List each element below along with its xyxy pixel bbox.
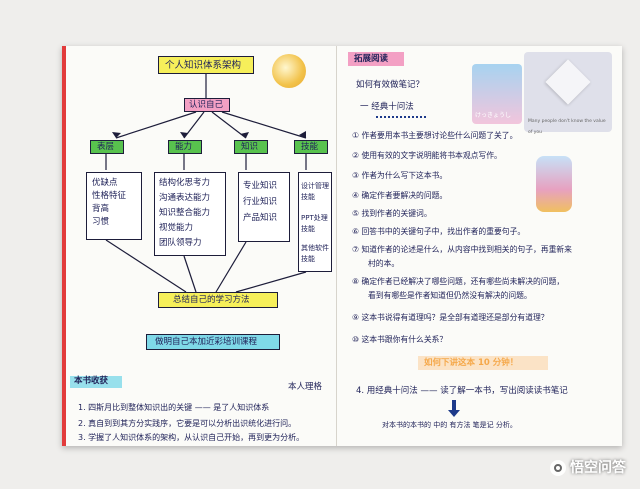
question-item: ⑥ 回答书中的关键句子中，找出作者的重要句子。 [352, 227, 526, 236]
method: 一 经典十问法 [360, 102, 414, 112]
item-text: 其他软件技能 [301, 244, 329, 263]
sun-sticker-icon [272, 54, 306, 88]
question-item: ② 使用有效的文字说明能将书本观点写作。 [352, 151, 502, 160]
item-text: 习惯 [92, 217, 110, 227]
item-text: 知识整合能力 [159, 208, 211, 218]
sky-sticker-icon: けっきょうし [472, 64, 522, 124]
note-line: 2. 真自到到其方分实践序，它要是可以分析出识统化进行问。 [78, 419, 297, 428]
item-text: 沟通表达能力 [159, 193, 211, 203]
category-surface: 表层 [90, 140, 124, 154]
item-text: 专业知识 [243, 181, 278, 191]
point-four: 4. 用经典十问法 —— 读了解一本书，写出阅读读书笔记 [356, 386, 568, 396]
category-label: 能力 [175, 142, 193, 152]
item-text: 设计管理技能 [301, 182, 329, 201]
watermark-text: 悟空问答 [570, 460, 626, 476]
title-text: 个人知识体系架构 [165, 60, 242, 71]
item-text: 视觉能力 [159, 223, 194, 233]
category-knowledge: 知识 [234, 140, 268, 154]
item-text: 背高 [92, 204, 110, 214]
item-text: 性格特征 [92, 191, 127, 201]
watermark: 悟空问答 [550, 457, 626, 477]
item-text: 产品知识 [243, 213, 278, 223]
question-item: ⑨ 这本书说得有道理吗？是全部有道理还是部分有道理？ [352, 313, 549, 322]
question-item: ⑦ 知道作者的论述是什么，从内容中找到相关的句子，再重新来 [352, 245, 572, 254]
wukong-logo-icon [550, 460, 566, 476]
photo-sticker-icon: Many people don't know the value of you [524, 52, 612, 135]
highlight-band [418, 356, 548, 370]
question-item: 看到有哪些是作者知道但仍然没有解决的问题。 [368, 291, 532, 300]
items-knowledge: 专业知识 行业知识 产品知识 [238, 172, 290, 242]
item-text: 团队领导力 [159, 238, 202, 248]
category-label: 表层 [97, 142, 115, 152]
summary-box: 总结自己的学习方法 [158, 292, 278, 308]
question-item: ⑩ 这本书跟你有什么关系？ [352, 335, 448, 344]
item-text: 优缺点 [92, 178, 118, 188]
category-skill: 技能 [294, 140, 328, 154]
notes-header-highlight [70, 376, 122, 388]
category-label: 技能 [301, 142, 319, 152]
left-page: 个人知识体系架构 认识自己 [66, 46, 337, 446]
question-item: ⑤ 找到作者的关键词。 [352, 209, 432, 218]
question-item: ③ 作者为什么写下这本书。 [352, 171, 448, 180]
diamond-shape-icon [545, 59, 591, 105]
bottom-box-text: 做明自己本加近彩培训课程 [155, 337, 258, 347]
question-item: ④ 确定作者要解决的问题。 [352, 191, 448, 200]
arrow-note: 对本书的本书的 中的 有方法 笔是记 分析。 [382, 421, 517, 429]
notes-header: 本书收获 [74, 376, 109, 386]
items-ability: 结构化思考力 沟通表达能力 知识整合能力 视觉能力 团队领导力 [154, 172, 226, 256]
root-text: 认识自己 [189, 100, 224, 110]
bottom-box: 做明自己本加近彩培训课程 [146, 334, 280, 350]
question-item: ① 作者要用本书主要想讨论些什么问题了关了。 [352, 131, 518, 140]
summary-text: 总结自己的学习方法 [173, 295, 250, 305]
question: 如何有效做笔记？ [356, 80, 425, 90]
category-label: 知识 [241, 142, 259, 152]
method-underline-marks [376, 116, 426, 122]
highlight-text: 如何下讲这本 10 分钟！ [424, 358, 519, 368]
root-box: 认识自己 [184, 98, 230, 112]
items-skill: 设计管理技能 PPT处理技能 其他软件技能 [298, 172, 332, 272]
sticker-caption: Many people don't know the value of you [528, 119, 606, 135]
section-title: 拓展阅读 [354, 54, 389, 64]
note-line: 1. 四斯月比到整体知识出的关键 —— 是了人知识体系 [78, 403, 270, 412]
question-item: ⑧ 确定作者已经解决了哪些问题，还有哪些尚未解决的问题， [352, 277, 565, 286]
down-arrow-icon [452, 400, 456, 412]
items-surface: 优缺点 性格特征 背高 习惯 [86, 172, 142, 240]
open-notebook: 个人知识体系架构 认识自己 [62, 46, 622, 446]
sticker-caption: けっきょうし [475, 112, 512, 119]
section-title-highlight [348, 52, 404, 66]
category-ability: 能力 [168, 140, 202, 154]
item-text: PPT处理技能 [301, 214, 328, 233]
mindmap-connectors [105, 74, 307, 293]
note-line: 3. 学握了人知识体系的架构，从认识自己开始，再到更为分析。 [78, 433, 305, 442]
right-page: 拓展阅读 けっきょうし Many people don't know the v… [338, 46, 622, 446]
question-item: 村的本。 [368, 259, 400, 268]
item-text: 行业知识 [243, 197, 278, 207]
item-text: 结构化思考力 [159, 178, 211, 188]
title-box: 个人知识体系架构 [158, 56, 254, 74]
down-arrow-head-icon [448, 410, 460, 417]
side-note: 本人理格 [288, 382, 323, 392]
jar-sticker-icon [536, 156, 572, 212]
